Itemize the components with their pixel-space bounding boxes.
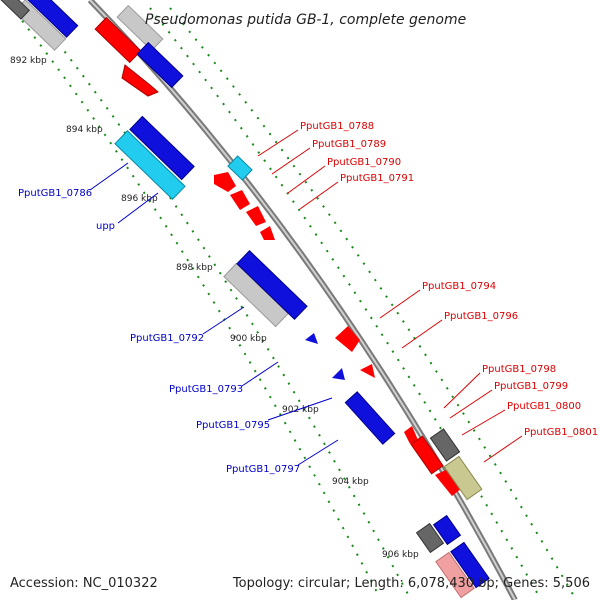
leader-line bbox=[483, 435, 523, 463]
labels-reverse: PputGB1_0786 upp PputGB1_0792 PputGB1_07… bbox=[18, 162, 339, 475]
tick-labels: 892 kbp 894 kbp 896 kbp 898 kbp 900 kbp … bbox=[10, 56, 419, 560]
gene-block[interactable] bbox=[25, 0, 79, 38]
label-0801[interactable]: PputGB1_0801 bbox=[524, 427, 598, 438]
leader-line bbox=[117, 192, 159, 224]
leader-line bbox=[379, 289, 421, 319]
genes-reverse bbox=[0, 0, 490, 599]
tick-894: 894 kbp bbox=[66, 125, 103, 135]
track-outer-2 bbox=[149, 7, 541, 599]
label-0789[interactable]: PputGB1_0789 bbox=[312, 139, 386, 150]
leader-line bbox=[461, 409, 506, 436]
gene-block[interactable] bbox=[236, 250, 308, 320]
label-0790[interactable]: PputGB1_0790 bbox=[327, 157, 401, 168]
leader-line bbox=[267, 397, 333, 421]
tick-902: 902 kbp bbox=[282, 405, 319, 415]
leader-line bbox=[299, 181, 339, 210]
gene-block[interactable] bbox=[114, 130, 186, 200]
label-0791[interactable]: PputGB1_0791 bbox=[340, 173, 414, 184]
tick-906: 906 kbp bbox=[382, 550, 419, 560]
gene-block[interactable] bbox=[429, 428, 461, 462]
gene-arrow-0791[interactable] bbox=[260, 226, 275, 240]
tick-892: 892 kbp bbox=[10, 56, 47, 66]
leader-line bbox=[287, 165, 326, 194]
tick-896: 896 kbp bbox=[121, 194, 158, 204]
gene-arrow-0798[interactable] bbox=[404, 426, 418, 444]
gene-arrow-0795[interactable] bbox=[332, 368, 345, 380]
gene-block[interactable] bbox=[432, 514, 462, 546]
leader-line bbox=[443, 372, 481, 409]
label-0798[interactable]: PputGB1_0798 bbox=[482, 364, 556, 375]
gene-arrow-0790[interactable] bbox=[246, 206, 266, 226]
label-0793[interactable]: PputGB1_0793 bbox=[169, 384, 243, 395]
gene-block[interactable] bbox=[116, 4, 164, 52]
gene-arrow-0793[interactable] bbox=[305, 333, 318, 344]
gene-block[interactable] bbox=[0, 0, 30, 20]
leader-line bbox=[241, 361, 279, 387]
tick-904: 904 kbp bbox=[332, 477, 369, 487]
labels-forward: PputGB1_0788 PputGB1_0789 PputGB1_0790 P… bbox=[257, 121, 598, 463]
label-0797[interactable]: PputGB1_0797 bbox=[226, 464, 300, 475]
leader-line bbox=[257, 129, 299, 157]
tick-900: 900 kbp bbox=[230, 334, 267, 344]
leader-line bbox=[449, 389, 493, 419]
track-inner-2 bbox=[9, 4, 381, 599]
leader-line bbox=[89, 162, 129, 191]
genes-forward bbox=[94, 4, 483, 501]
gene-block[interactable] bbox=[94, 16, 142, 64]
gene-block[interactable] bbox=[136, 41, 184, 89]
leader-line bbox=[202, 306, 245, 335]
label-0799[interactable]: PputGB1_0799 bbox=[494, 381, 568, 392]
label-0800[interactable]: PputGB1_0800 bbox=[507, 401, 581, 412]
gene-arrow[interactable] bbox=[121, 64, 159, 97]
accession-text: Accession: NC_010322 bbox=[10, 576, 158, 591]
gene-block[interactable] bbox=[435, 551, 475, 599]
gene-block[interactable] bbox=[450, 541, 490, 589]
tick-898: 898 kbp bbox=[176, 263, 213, 273]
label-0788[interactable]: PputGB1_0788 bbox=[300, 121, 374, 132]
gene-block[interactable] bbox=[129, 115, 195, 181]
track-inner-1 bbox=[39, 19, 411, 599]
leader-line bbox=[297, 439, 339, 466]
leader-line bbox=[271, 147, 311, 175]
gene-block[interactable] bbox=[443, 455, 483, 501]
gene-block[interactable] bbox=[410, 435, 444, 475]
label-0795[interactable]: PputGB1_0795 bbox=[196, 420, 270, 431]
label-0794[interactable]: PputGB1_0794 bbox=[422, 281, 496, 292]
label-upp[interactable]: upp bbox=[96, 221, 115, 232]
gene-block[interactable] bbox=[415, 522, 445, 554]
leader-line bbox=[401, 319, 443, 349]
gene-arrow-0800[interactable] bbox=[435, 468, 462, 496]
gene-arrow-0788[interactable] bbox=[214, 172, 236, 192]
page-title: Pseudomonas putida GB-1, complete genome bbox=[145, 12, 466, 28]
label-0786[interactable]: PputGB1_0786 bbox=[18, 188, 92, 199]
summary-text: Topology: circular; Length: 6,078,430 bp… bbox=[232, 576, 590, 591]
gene-arrow-0796[interactable] bbox=[360, 364, 375, 378]
gene-arrow-0794[interactable] bbox=[335, 326, 360, 352]
gene-block[interactable] bbox=[344, 391, 396, 445]
gene-block[interactable] bbox=[227, 155, 253, 181]
label-0792[interactable]: PputGB1_0792 bbox=[130, 333, 204, 344]
gene-arrow-0789[interactable] bbox=[230, 190, 250, 210]
track-outer-1 bbox=[169, 7, 576, 599]
label-0796[interactable]: PputGB1_0796 bbox=[444, 311, 518, 322]
dotted-tracks bbox=[9, 4, 576, 599]
